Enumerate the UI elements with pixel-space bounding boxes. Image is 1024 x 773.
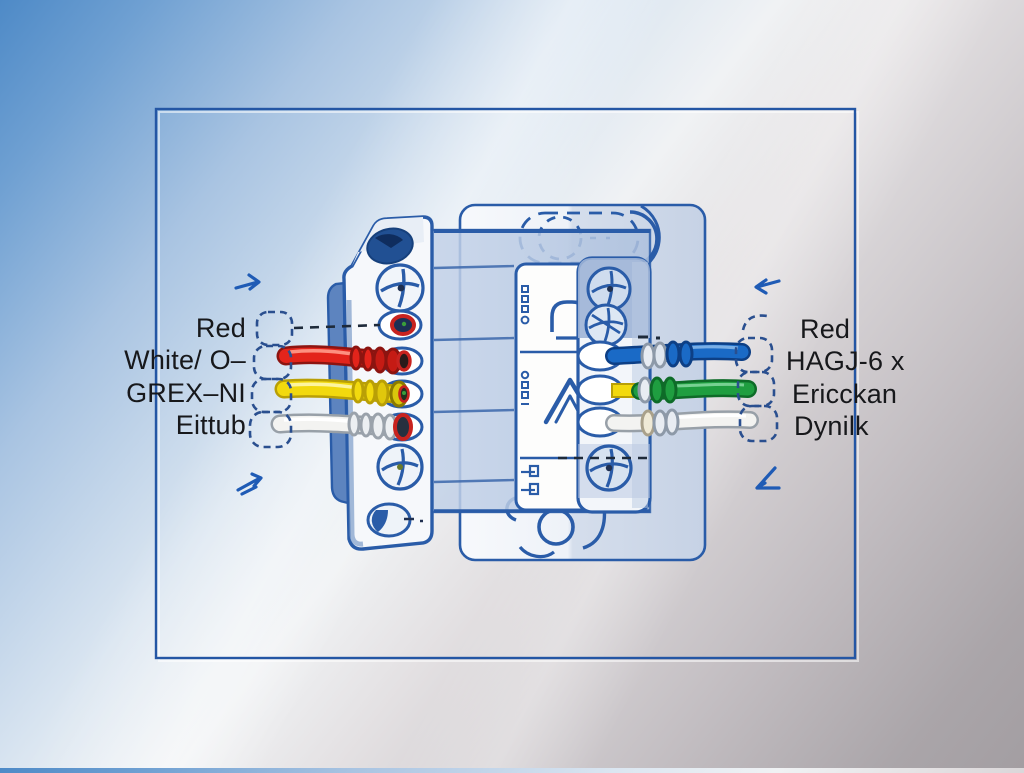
left-white-wire [270, 411, 413, 441]
red-ferrule-rings [349, 345, 402, 375]
dashed-wire-caps-left [248, 310, 294, 449]
tick-dash [638, 335, 660, 340]
double-arrow-up-right-icon [236, 472, 263, 496]
angle-arrow-left-icon [755, 466, 781, 490]
left-label-red: Red [195, 313, 246, 343]
right-label-hagj: HAGJ-6 x [786, 346, 905, 377]
right-white-wire [605, 408, 759, 437]
screw-icon [584, 303, 628, 347]
right-label-ericckan: Ericckan [792, 378, 898, 409]
yellow-ferrule-rings [351, 378, 390, 407]
terminal-marks-icon [521, 464, 540, 496]
left-label-white: White/ O– [124, 345, 246, 376]
left-label-column: Red White/ O– GREX–NI Eittub [118, 312, 246, 441]
left-label-eittub: Eittub [175, 409, 246, 440]
right-label-column: Red HAGJ-6 x Ericckan Dynilk [786, 313, 926, 442]
arrow-left-icon [754, 278, 781, 295]
white-ferrule-rings [347, 411, 398, 441]
left-label-grex: GREX–NI [126, 377, 246, 408]
right-label-red: Red [800, 314, 851, 344]
left-yellow-wire [274, 378, 410, 408]
blue-collar-rings [640, 340, 694, 370]
right-blue-wire [605, 340, 751, 370]
dashed-leader-lines [293, 323, 652, 460]
screw-icon [586, 266, 632, 312]
left-red-wire [276, 345, 412, 375]
mounting-hole-bottom [366, 502, 423, 538]
screw-icon [376, 443, 424, 491]
white-collar-rings [640, 408, 680, 437]
screw-icon [585, 444, 633, 492]
outer-frame [154, 107, 859, 662]
green-collar-rings [637, 376, 678, 404]
mounting-hole-top [366, 227, 414, 265]
dashed-wire-caps-right [734, 314, 779, 443]
arrow-right-icon [234, 273, 261, 291]
right-label-dynilk: Dynilk [794, 410, 869, 441]
terminal-port-red [377, 309, 423, 341]
right-green-wire [611, 376, 757, 404]
screw-icon [375, 263, 425, 313]
body-rib-lines [433, 264, 515, 484]
